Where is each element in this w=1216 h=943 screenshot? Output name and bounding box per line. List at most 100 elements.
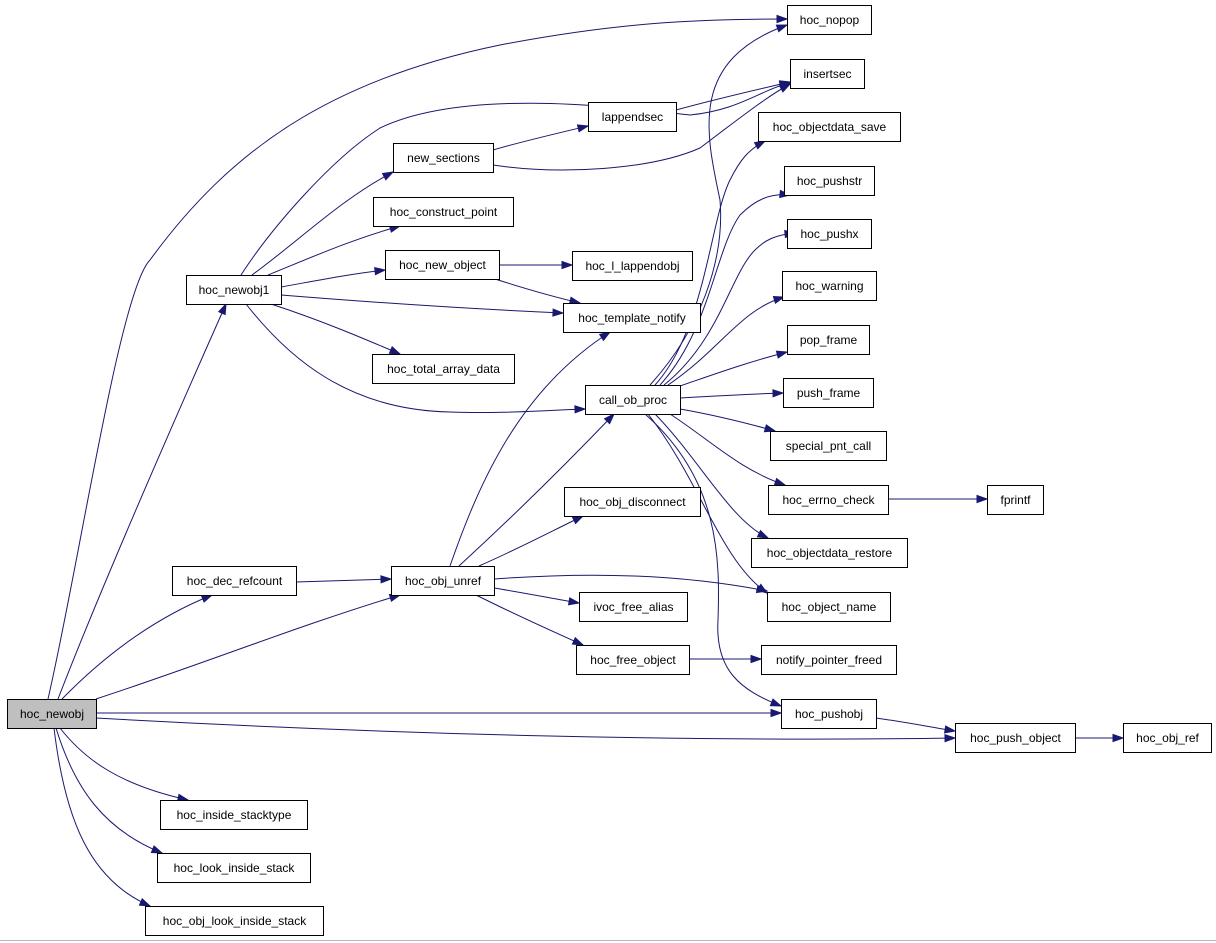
edge-arrowhead	[571, 515, 585, 525]
edge-arrowhead	[217, 302, 227, 316]
node-label: hoc_errno_check	[782, 493, 875, 507]
node-hoc_obj_disconnect[interactable]: hoc_obj_disconnect	[564, 487, 701, 517]
edge-arrowhead	[773, 477, 787, 486]
node-hoc_push_object[interactable]: hoc_push_object	[955, 723, 1076, 753]
node-box[interactable]	[1123, 723, 1212, 753]
node-box[interactable]	[576, 645, 690, 675]
node-hoc_warning[interactable]: hoc_warning	[782, 271, 877, 301]
edge-hoc_newobj1-to-hoc_new_object	[280, 267, 387, 288]
node-box[interactable]	[770, 431, 887, 461]
edge-call_ob_proc-to-hoc_objectdata_restore	[654, 413, 770, 539]
node-hoc_total_array_data[interactable]: hoc_total_array_data	[372, 354, 515, 384]
node-special_pnt_call[interactable]: special_pnt_call	[770, 431, 887, 461]
node-box[interactable]	[572, 251, 693, 281]
edge-line	[475, 594, 584, 646]
node-hoc_inside_stacktype[interactable]: hoc_inside_stacktype	[160, 800, 308, 830]
edge-arrowhead	[374, 267, 387, 276]
node-pop_frame[interactable]: pop_frame	[787, 325, 870, 355]
edge-line	[59, 727, 189, 801]
edge-arrowhead	[770, 708, 783, 718]
node-label: hoc_free_object	[590, 653, 676, 667]
node-hoc_look_inside_stack[interactable]: hoc_look_inside_stack	[157, 853, 311, 883]
node-hoc_errno_check[interactable]: hoc_errno_check	[768, 485, 889, 515]
node-layer: hoc_newobjhoc_newobj1hoc_dec_refcounthoc…	[7, 5, 1212, 936]
node-box[interactable]	[783, 378, 874, 408]
edge-arrowhead	[200, 594, 214, 603]
node-box[interactable]	[172, 566, 297, 596]
node-box[interactable]	[787, 325, 870, 355]
edge-line	[654, 413, 769, 539]
node-fprintf[interactable]: fprintf	[987, 485, 1044, 515]
node-box[interactable]	[781, 699, 877, 729]
node-notify_pointer_freed[interactable]: notify_pointer_freed	[761, 645, 897, 675]
node-box[interactable]	[564, 487, 701, 517]
node-box[interactable]	[145, 906, 324, 936]
node-hoc_template_notify[interactable]: hoc_template_notify	[563, 303, 701, 333]
node-hoc_newobj[interactable]: hoc_newobj	[7, 699, 97, 729]
edge-line	[47, 18, 788, 700]
edge-arrowhead	[778, 80, 792, 89]
node-label: insertsec	[803, 67, 851, 81]
node-label: ivoc_free_alias	[593, 600, 673, 614]
node-hoc_construct_point[interactable]: hoc_construct_point	[373, 197, 514, 227]
node-hoc_pushx[interactable]: hoc_pushx	[787, 219, 872, 249]
edge-hoc_newobj-to-hoc_pushobj	[96, 708, 783, 718]
node-box[interactable]	[767, 592, 891, 622]
node-box[interactable]	[157, 853, 311, 883]
node-hoc_objectdata_restore[interactable]: hoc_objectdata_restore	[751, 538, 908, 568]
bottom-divider	[0, 940, 1216, 941]
node-hoc_obj_ref[interactable]: hoc_obj_ref	[1123, 723, 1212, 753]
node-hoc_l_lappendobj[interactable]: hoc_l_lappendobj	[572, 251, 693, 281]
edge-arrowhead	[772, 389, 785, 398]
edge-line	[675, 81, 791, 111]
node-box[interactable]	[372, 354, 515, 384]
node-box[interactable]	[393, 143, 494, 173]
node-box[interactable]	[987, 485, 1044, 515]
node-box[interactable]	[186, 275, 282, 305]
node-hoc_dec_refcount[interactable]: hoc_dec_refcount	[172, 566, 297, 596]
node-label: hoc_warning	[795, 279, 863, 293]
node-push_frame[interactable]: push_frame	[783, 378, 874, 408]
node-lappendsec[interactable]: lappendsec	[588, 102, 677, 132]
node-box[interactable]	[784, 166, 875, 196]
node-box[interactable]	[585, 385, 681, 415]
node-new_sections[interactable]: new_sections	[393, 143, 494, 173]
node-label: hoc_inside_stacktype	[177, 808, 292, 822]
node-box[interactable]	[385, 250, 500, 280]
node-box[interactable]	[768, 485, 889, 515]
node-call_ob_proc[interactable]: call_ob_proc	[585, 385, 681, 415]
edge-line	[494, 278, 581, 304]
node-hoc_free_object[interactable]: hoc_free_object	[576, 645, 690, 675]
edge-line	[61, 594, 213, 700]
node-box[interactable]	[391, 566, 495, 596]
node-hoc_nopop[interactable]: hoc_nopop	[787, 5, 872, 35]
node-hoc_pushobj[interactable]: hoc_pushobj	[781, 699, 877, 729]
node-box[interactable]	[373, 197, 514, 227]
node-hoc_obj_look_inside_stack[interactable]: hoc_obj_look_inside_stack	[145, 906, 324, 936]
node-box[interactable]	[790, 59, 865, 89]
node-hoc_new_object[interactable]: hoc_new_object	[385, 250, 500, 280]
node-insertsec[interactable]: insertsec	[790, 59, 865, 89]
node-label: hoc_newobj	[20, 707, 84, 721]
node-box[interactable]	[7, 699, 97, 729]
node-box[interactable]	[579, 592, 688, 622]
edge-arrowhead	[381, 171, 395, 181]
node-box[interactable]	[782, 271, 877, 301]
node-hoc_newobj1[interactable]: hoc_newobj1	[186, 275, 282, 305]
node-box[interactable]	[955, 723, 1076, 753]
node-ivoc_free_alias[interactable]: ivoc_free_alias	[579, 592, 688, 622]
node-box[interactable]	[563, 303, 701, 333]
edge-hoc_newobj1-to-new_sections	[251, 171, 395, 276]
node-hoc_objectdata_save[interactable]: hoc_objectdata_save	[758, 112, 901, 142]
node-hoc_obj_unref[interactable]: hoc_obj_unref	[391, 566, 495, 596]
node-box[interactable]	[160, 800, 308, 830]
node-box[interactable]	[758, 112, 901, 142]
node-box[interactable]	[761, 645, 897, 675]
node-box[interactable]	[787, 219, 872, 249]
node-hoc_object_name[interactable]: hoc_object_name	[767, 592, 891, 622]
node-hoc_pushstr[interactable]: hoc_pushstr	[784, 166, 875, 196]
node-box[interactable]	[787, 5, 872, 35]
node-box[interactable]	[751, 538, 908, 568]
node-label: call_ob_proc	[599, 393, 667, 407]
node-box[interactable]	[588, 102, 677, 132]
